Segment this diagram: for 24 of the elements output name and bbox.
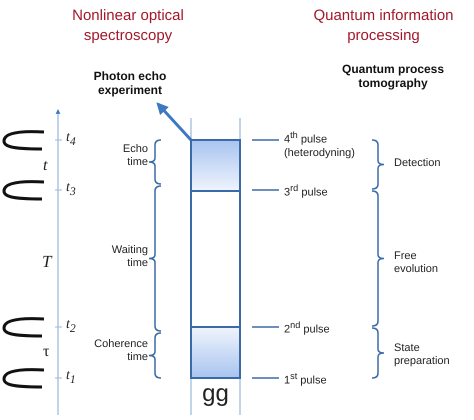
pulse-label: 4$^{th}$ pulse (heterodyning) bbox=[284, 130, 356, 160]
interval-label: Coherence time bbox=[93, 338, 148, 364]
column-heading: Quantum information processing bbox=[312, 6, 455, 45]
interval-label: Echo time bbox=[122, 143, 148, 170]
arrow bbox=[156, 102, 192, 142]
interval-label: τ bbox=[43, 342, 50, 362]
stage-label: Free evolution bbox=[394, 250, 440, 276]
time-label: t$_{3}$ bbox=[66, 180, 76, 199]
interval-label: Waiting time bbox=[110, 244, 148, 270]
heading-text: Photon echo experiment bbox=[92, 69, 168, 97]
interval-label: t bbox=[43, 156, 48, 176]
heading-text: Quantum process tomography bbox=[340, 62, 446, 91]
stage-label: Detection bbox=[394, 157, 442, 170]
pulse-label: 2$^{nd}$ pulse bbox=[284, 320, 331, 337]
column-box bbox=[190, 139, 241, 379]
time-label: t$_{2}$ bbox=[66, 317, 76, 336]
pulse-label: 1$^{st}$ pulse bbox=[284, 371, 328, 388]
pulse-label: 3$^{rd}$ pulse bbox=[284, 183, 329, 200]
stage-label: State preparation bbox=[394, 342, 451, 368]
interval-label: T bbox=[42, 252, 52, 272]
time-label: t$_{1}$ bbox=[66, 368, 76, 387]
state-label: gg bbox=[201, 381, 230, 408]
time-label: t$_{4}$ bbox=[66, 130, 76, 149]
column-heading: Nonlinear optical spectroscopy bbox=[71, 6, 185, 45]
